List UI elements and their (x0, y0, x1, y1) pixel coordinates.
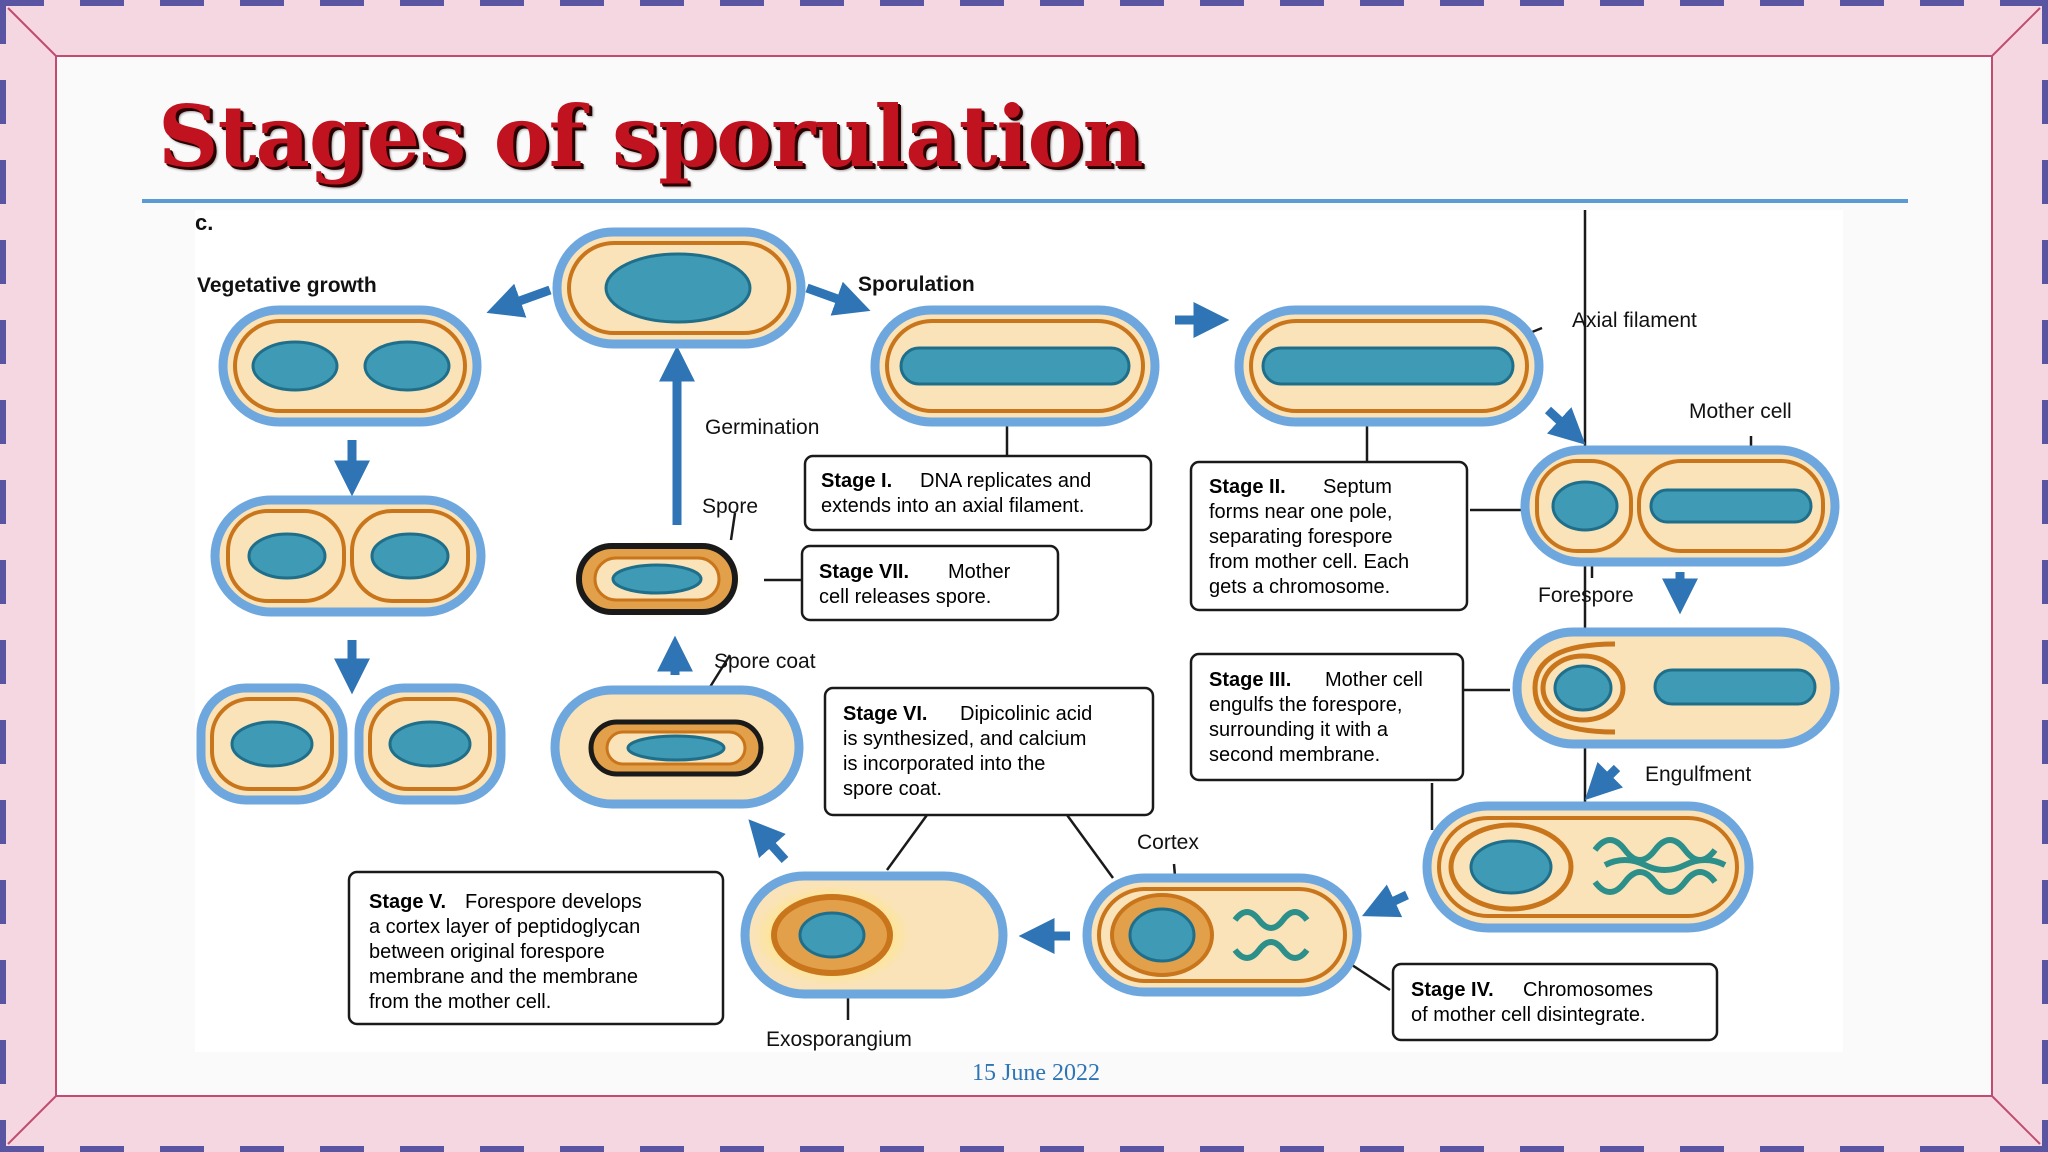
svg-text:Mother cell: Mother cell (1325, 669, 1423, 691)
svg-text:second membrane.: second membrane. (1209, 744, 1380, 766)
vegetative-daughter-cells (196, 683, 506, 805)
svg-text:Stage VI.: Stage VI. (843, 703, 927, 725)
svg-text:Forespore develops: Forespore develops (465, 891, 642, 913)
exosporangium-cell (740, 871, 1008, 999)
stage-7-box: Stage VII. Mother cell releases spore. (800, 544, 1060, 622)
free-spore (571, 540, 743, 618)
spore-coat-label: Spore coat (714, 650, 816, 673)
stage-1-cell (870, 305, 1160, 427)
stage-6-box: Stage VI. Dipicolinic acid is synthesize… (823, 686, 1155, 817)
engulfment-cell (1422, 801, 1754, 933)
svg-text:is synthesized, and calcium: is synthesized, and calcium (843, 728, 1086, 750)
svg-text:Stage III.: Stage III. (1209, 669, 1291, 691)
stage-4-box: Stage IV. Chromosomes of mother cell dis… (1391, 962, 1719, 1042)
slide-title: Stages of sporulation (158, 87, 1144, 186)
stage-1-box: Stage I. DNA replicates and extends into… (803, 454, 1153, 532)
stage-3-box: Stage III. Mother cell engulfs the fores… (1189, 652, 1465, 782)
svg-text:cell releases spore.: cell releases spore. (819, 586, 991, 608)
svg-text:Mother: Mother (948, 561, 1011, 583)
engulfment-label: Engulfment (1645, 763, 1751, 786)
stage-2-box: Stage II. Septum forms near one pole, se… (1189, 460, 1469, 612)
svg-text:Dipicolinic acid: Dipicolinic acid (960, 703, 1092, 725)
svg-text:Stage V.: Stage V. (369, 891, 446, 913)
cortex-label: Cortex (1137, 831, 1199, 854)
germinated-cell (552, 227, 806, 349)
svg-text:spore coat.: spore coat. (843, 778, 942, 800)
svg-text:Stage VII.: Stage VII. (819, 561, 909, 583)
sporulation-figure: c. Vegetative growth Sporulation Germina… (195, 210, 1843, 1052)
diagram-labels: c. Vegetative growth Sporulation Germina… (195, 210, 1792, 1051)
title-underline (142, 199, 1908, 203)
vegetative-cell-2 (210, 495, 486, 617)
svg-text:of mother cell disintegrate.: of mother cell disintegrate. (1411, 1004, 1646, 1026)
svg-text:gets a chromosome.: gets a chromosome. (1209, 576, 1390, 598)
mother-cell-label: Mother cell (1689, 400, 1792, 423)
svg-text:separating forespore: separating forespore (1209, 526, 1392, 548)
panel-letter: c. (195, 210, 213, 235)
svg-text:Stage IV.: Stage IV. (1411, 979, 1494, 1001)
exosporangium-label: Exosporangium (766, 1028, 912, 1051)
svg-text:Stage II.: Stage II. (1209, 476, 1286, 498)
svg-text:from the mother cell.: from the mother cell. (369, 991, 551, 1013)
vegetative-growth-heading: Vegetative growth (197, 274, 377, 297)
slide-date: 15 June 2022 (972, 1060, 1100, 1086)
vegetative-cell-1 (218, 305, 482, 427)
septum-cell (1520, 445, 1840, 567)
svg-text:from mother cell. Each: from mother cell. Each (1209, 551, 1409, 573)
germination-label: Germination (705, 416, 819, 439)
spore-coat-cell (550, 685, 804, 809)
spore-label: Spore (702, 495, 758, 518)
svg-text:a cortex layer of peptidoglyca: a cortex layer of peptidoglycan (369, 916, 640, 938)
svg-text:surrounding it with a: surrounding it with a (1209, 719, 1389, 741)
svg-text:membrane and the membrane: membrane and the membrane (369, 966, 638, 988)
svg-text:forms near one pole,: forms near one pole, (1209, 501, 1392, 523)
svg-text:is incorporated into the: is incorporated into the (843, 753, 1045, 775)
cortex-cell (1082, 873, 1362, 997)
forespore-label: Forespore (1538, 584, 1634, 607)
engulfing-cell (1512, 627, 1840, 749)
sporulation-diagram: c. Vegetative growth Sporulation Germina… (195, 210, 1840, 1051)
svg-text:Septum: Septum (1323, 476, 1392, 498)
axial-filament-cell (1234, 305, 1544, 427)
svg-text:Chromosomes: Chromosomes (1523, 979, 1653, 1001)
svg-text:extends into an axial filament: extends into an axial filament. (821, 495, 1085, 517)
svg-text:between original forespore: between original forespore (369, 941, 605, 963)
sporulation-heading: Sporulation (858, 273, 975, 296)
svg-text:Stage I.: Stage I. (821, 470, 892, 492)
svg-text:engulfs the forespore,: engulfs the forespore, (1209, 694, 1402, 716)
axial-filament-label: Axial filament (1572, 309, 1697, 332)
process-arrows (334, 281, 1698, 954)
svg-text:DNA replicates and: DNA replicates and (920, 470, 1091, 492)
stage-5-box: Stage V. Forespore develops a cortex lay… (347, 870, 725, 1026)
